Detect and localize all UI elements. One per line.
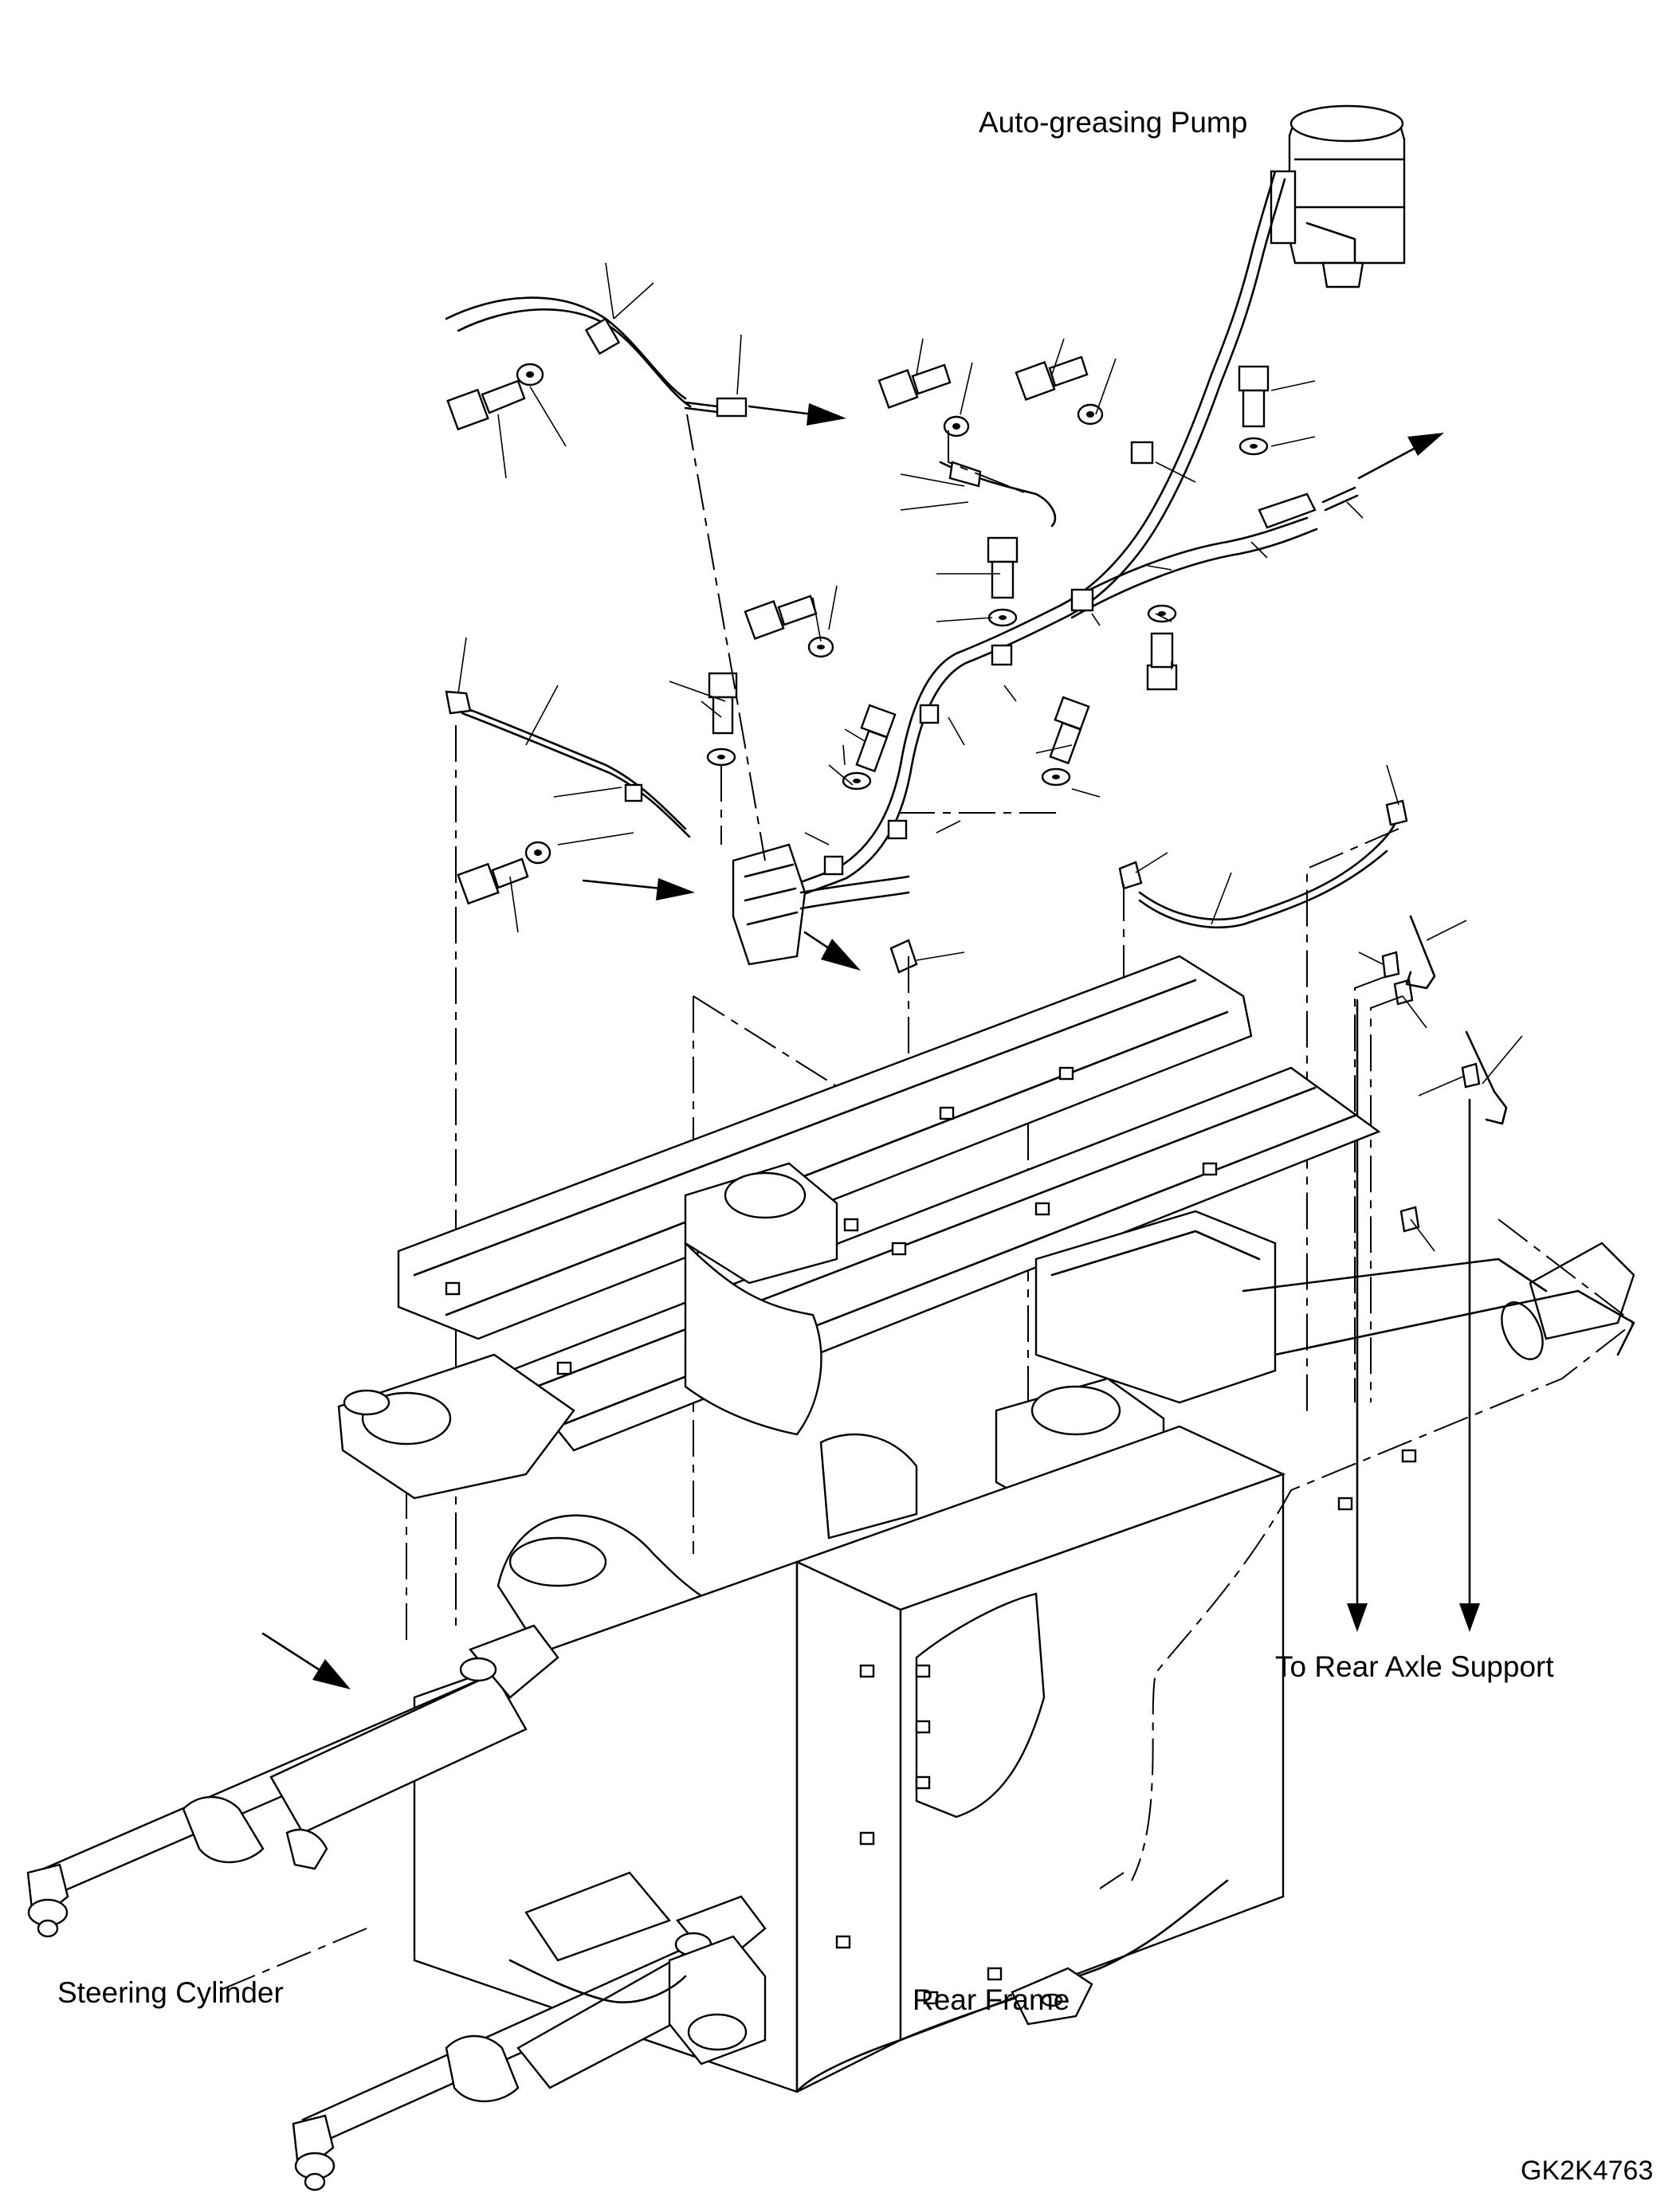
bolt-9 bbox=[1049, 696, 1090, 765]
bolt-7 bbox=[708, 672, 738, 735]
label-steering-cylinder: Steering Cylinder bbox=[57, 1976, 284, 2009]
rear-frame bbox=[337, 955, 1635, 2093]
auto-greasing-pump bbox=[1210, 104, 1406, 384]
bolt-10 bbox=[1146, 632, 1178, 691]
steering-cylinders bbox=[26, 1624, 767, 2191]
label-auto-greasing-pump: Auto-greasing Pump bbox=[979, 106, 1248, 139]
hardware bbox=[446, 355, 1508, 1233]
bolt-4 bbox=[1238, 365, 1270, 428]
grease-line-harness bbox=[445, 296, 1400, 966]
bolt-2 bbox=[877, 363, 952, 409]
bolt-1 bbox=[446, 379, 526, 431]
bolt-6 bbox=[744, 594, 818, 640]
callout-leaders bbox=[457, 262, 1523, 1252]
bolt-8 bbox=[855, 704, 897, 773]
label-to-rear-axle-support: To Rear Axle Support bbox=[1275, 1650, 1554, 1683]
label-rear-frame: Rear Frame bbox=[913, 1983, 1070, 2016]
drawing-code: GK2K4763 bbox=[1521, 2156, 1654, 2186]
bolt-11 bbox=[457, 857, 529, 905]
bolt-3 bbox=[1015, 355, 1089, 401]
bolt-5 bbox=[987, 536, 1019, 599]
